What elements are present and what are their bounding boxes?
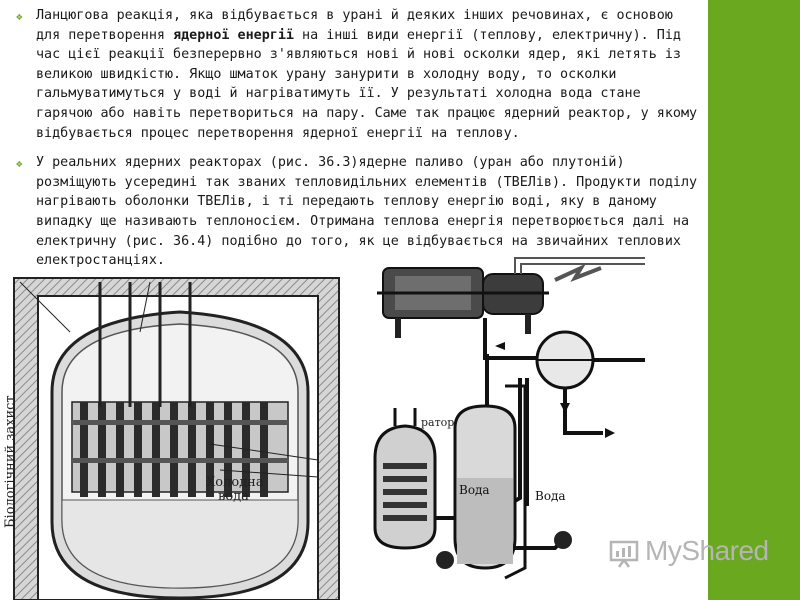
paragraph-2-text: У реальних ядерних реакторах (рис. 36.3)… bbox=[36, 155, 698, 269]
water-label-2: Вода bbox=[535, 489, 566, 503]
water-zone bbox=[61, 499, 299, 589]
presentation-icon bbox=[609, 540, 639, 568]
turbine-generator bbox=[377, 267, 549, 338]
cold-water-label-line2: вода bbox=[218, 489, 249, 504]
side-accent-band bbox=[708, 0, 800, 600]
pump-icon bbox=[436, 551, 454, 569]
watermark-text: MyShared bbox=[645, 535, 769, 566]
pump-icon bbox=[554, 531, 572, 549]
paragraph-1-text-a: Ланцюгова реакція, яка відбувається в ур… bbox=[36, 8, 673, 43]
bullet-icon: ❖ bbox=[16, 157, 23, 171]
steam-generator-water bbox=[457, 478, 513, 564]
power-plant-diagram: ратор Вода Вода bbox=[373, 257, 645, 580]
paragraph-1-bold: ядерної енергії bbox=[173, 27, 294, 43]
power-wires bbox=[514, 257, 645, 274]
paragraph-1-text-b: на інші види енергії (теплову, електричн… bbox=[36, 27, 698, 141]
water-label-1: Вода bbox=[459, 483, 490, 497]
fuel-rods bbox=[71, 401, 289, 497]
reactor-diagram: Біологічний захист Холодна вода bbox=[3, 277, 340, 600]
lightning-icon bbox=[554, 263, 602, 282]
text-content: ❖ Ланцюгова реакція, яка відбувається в у… bbox=[8, 6, 698, 281]
control-rods bbox=[98, 282, 192, 407]
watermark: MyShared bbox=[609, 535, 774, 575]
leader-lines bbox=[19, 281, 319, 478]
bullet-icon: ❖ bbox=[16, 10, 23, 23]
paragraph-2: ❖ У реальних ядерних реакторах (рис. 36.3… bbox=[8, 153, 698, 271]
paragraph-1: ❖ Ланцюгова реакція, яка відбувається в у… bbox=[8, 6, 698, 143]
cold-water-label-line1: Холодна bbox=[206, 475, 264, 490]
small-reactor bbox=[373, 408, 437, 550]
reactor-label: ратор bbox=[421, 416, 454, 429]
flow-arrows bbox=[495, 342, 615, 438]
shield-label: Біологічний захист bbox=[3, 395, 18, 528]
